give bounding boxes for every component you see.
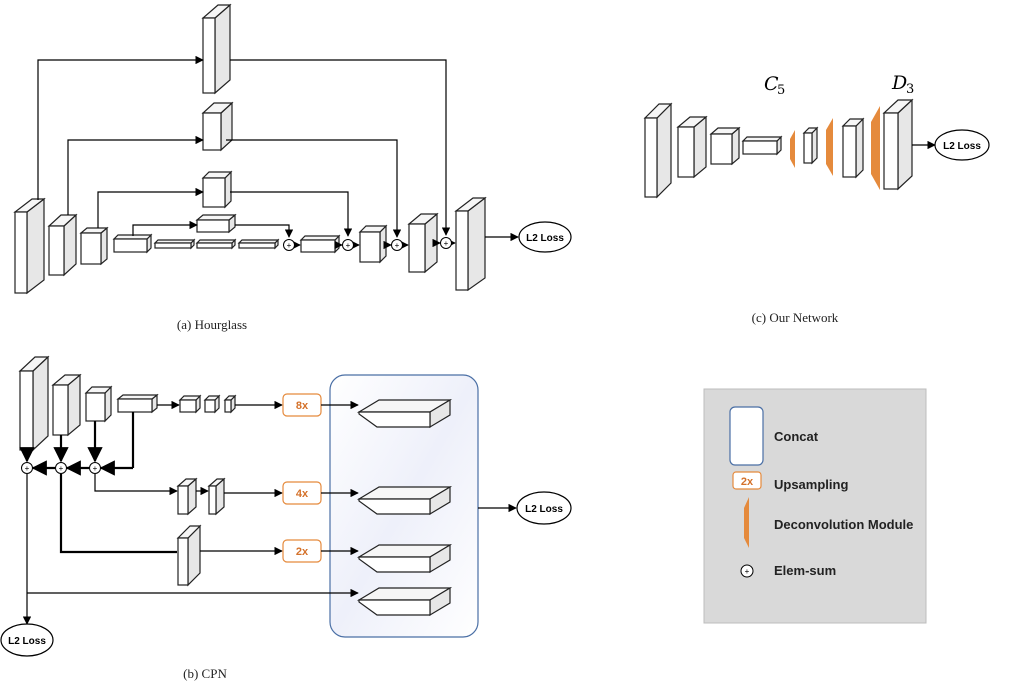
hourglass-block bbox=[47, 213, 78, 277]
deconv-legend-icon bbox=[744, 497, 749, 548]
concat-legend-icon bbox=[729, 406, 764, 466]
cpn-block bbox=[223, 394, 237, 414]
legend-elemsum: Elem-sum bbox=[774, 563, 836, 578]
ours-block bbox=[643, 102, 673, 199]
cpn-block bbox=[176, 477, 198, 516]
svg-text:+: + bbox=[93, 464, 98, 473]
svg-text:4x: 4x bbox=[296, 488, 309, 500]
cpn-block bbox=[203, 394, 221, 414]
svg-text:L2 Loss: L2 Loss bbox=[526, 233, 564, 244]
feature-slab bbox=[356, 543, 453, 574]
svg-text:8x: 8x bbox=[296, 400, 309, 412]
hourglass-block bbox=[201, 3, 232, 95]
hourglass-block bbox=[299, 234, 341, 254]
hourglass-block bbox=[195, 238, 237, 250]
svg-text:5: 5 bbox=[777, 83, 785, 98]
upsampling-2x: 2x bbox=[282, 539, 322, 563]
feature-slab bbox=[356, 485, 453, 516]
hourglass-block bbox=[112, 233, 153, 254]
cpn-block bbox=[116, 393, 159, 414]
svg-text:+: + bbox=[444, 239, 449, 248]
feature-slab bbox=[356, 398, 453, 429]
l2-loss-node: L2 Loss bbox=[0, 623, 54, 657]
elem-sum-icon: + bbox=[440, 237, 452, 249]
svg-text:C: C bbox=[764, 73, 779, 95]
svg-text:3: 3 bbox=[906, 82, 914, 97]
hourglass-block bbox=[358, 224, 388, 264]
caption-hourglass: (a) Hourglass bbox=[177, 317, 247, 332]
ours-block bbox=[741, 135, 783, 156]
svg-text:L2 Loss: L2 Loss bbox=[943, 141, 981, 152]
cpn-block bbox=[51, 373, 82, 437]
svg-text:L2 Loss: L2 Loss bbox=[525, 504, 563, 515]
hourglass-diagram: + + + + L2 Loss (a) Hourglass bbox=[13, 3, 572, 332]
upsampling-8x: 8x bbox=[282, 393, 322, 417]
l2-loss-node: L2 Loss bbox=[516, 491, 572, 525]
deconv-module-icon bbox=[790, 130, 795, 168]
legend-concat: Concat bbox=[774, 429, 819, 444]
svg-text:2x: 2x bbox=[296, 546, 309, 558]
legend-deconv: Deconvolution Module bbox=[774, 517, 913, 532]
ours-block bbox=[802, 126, 819, 165]
svg-text:+: + bbox=[25, 464, 30, 473]
elem-sum-icon: + bbox=[283, 239, 295, 251]
ours-block bbox=[841, 117, 865, 179]
feature-slab bbox=[356, 586, 453, 617]
cpn-block bbox=[207, 477, 226, 516]
upsampling-legend-icon: 2x bbox=[732, 471, 762, 490]
hourglass-block bbox=[237, 238, 280, 250]
hourglass-block bbox=[454, 196, 487, 292]
svg-text:D: D bbox=[891, 72, 907, 94]
caption-our-network: (c) Our Network bbox=[752, 310, 839, 325]
cpn-block bbox=[178, 394, 202, 414]
elem-sum-icon: + bbox=[391, 239, 403, 251]
cpn-block bbox=[18, 355, 50, 452]
hourglass-block bbox=[201, 170, 233, 209]
d3-label: D 3 bbox=[891, 72, 914, 97]
deconv-module-icon bbox=[826, 118, 833, 176]
ours-block bbox=[709, 126, 741, 166]
svg-text:+: + bbox=[745, 567, 750, 576]
cpn-diagram: + + + 8x bbox=[0, 355, 572, 681]
hourglass-block bbox=[407, 212, 439, 274]
legend: Concat 2x Upsampling Deconvolution Modul… bbox=[703, 388, 927, 624]
ours-block bbox=[676, 115, 708, 179]
hourglass-block bbox=[195, 213, 237, 234]
l2-loss-node: L2 Loss bbox=[518, 221, 572, 253]
cpn-block bbox=[176, 524, 202, 587]
hourglass-block bbox=[13, 197, 46, 295]
elem-sum-icon: + bbox=[89, 462, 101, 474]
svg-text:+: + bbox=[59, 464, 64, 473]
cpn-block bbox=[84, 385, 113, 423]
svg-text:L2 Loss: L2 Loss bbox=[8, 636, 46, 647]
l2-loss-node: L2 Loss bbox=[934, 129, 990, 161]
svg-text:2x: 2x bbox=[741, 476, 754, 488]
ours-block bbox=[882, 98, 914, 191]
svg-text:+: + bbox=[346, 241, 351, 250]
hourglass-block bbox=[79, 226, 109, 266]
elem-sum-icon: + bbox=[21, 462, 33, 474]
hourglass-block bbox=[153, 238, 196, 250]
elem-sum-icon: + bbox=[55, 462, 67, 474]
deconv-module-icon bbox=[871, 106, 880, 190]
caption-cpn: (b) CPN bbox=[183, 666, 227, 681]
svg-text:+: + bbox=[287, 241, 292, 250]
hourglass-block bbox=[201, 101, 234, 152]
upsampling-4x: 4x bbox=[282, 481, 322, 505]
elem-sum-legend-icon: + bbox=[740, 564, 754, 578]
legend-upsampling: Upsampling bbox=[774, 477, 848, 492]
elem-sum-icon: + bbox=[342, 239, 354, 251]
c5-label: C 5 bbox=[764, 73, 785, 98]
svg-text:+: + bbox=[395, 241, 400, 250]
our-network-diagram: L2 Loss C 5 D 3 (c) Our Network bbox=[643, 72, 990, 325]
